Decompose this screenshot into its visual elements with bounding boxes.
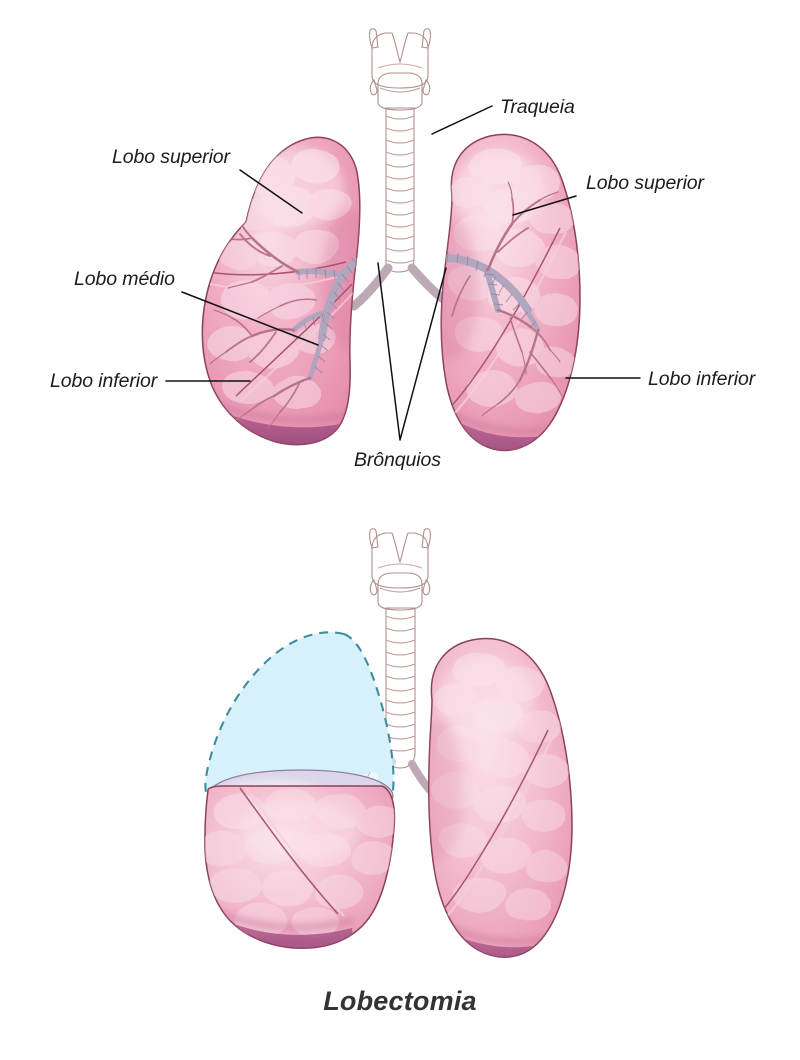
leader-lines-top [165,105,641,441]
left-lung-base-shadow [441,410,574,451]
left-upper-lobe-bronchus [483,265,501,313]
figure-caption: Lobectomia [323,986,477,1016]
label-lobo-inferior-direito: Lobo inferior [648,368,757,390]
left-lung [440,133,581,452]
leader-bronquios [377,262,447,441]
remaining-oblique-fissure-highlight [245,787,345,917]
inferior-horn-right [422,78,431,96]
intact-lung-hilum-shadow [428,720,462,860]
trachea-cartilage-rings-lower [385,615,416,752]
cricoid-cartilage-lower [377,572,423,611]
left-oblique-fissure [443,227,561,415]
oblique-fissure-highlight [239,289,357,403]
resected-lobe-dashed-outline-medial [343,633,395,797]
left-oblique-fissure-highlight [449,231,567,419]
leader-lobo-medio [181,291,319,346]
trachea-tube-lower [385,607,416,769]
superior-horn-right [421,28,431,49]
remaining-oblique-fissure [239,787,339,915]
bronchus-rings [298,257,359,374]
cricoid-ring [379,87,421,93]
inferior-horn-left-lower [369,578,378,596]
left-lung-vessels [451,181,563,417]
intact-lung-apex-highlight [438,658,534,742]
laryngeal-shade-lower [377,563,423,569]
right-lung [201,136,361,446]
main-bronchus-left [349,263,393,311]
intact-oblique-fissure-highlight [437,733,555,927]
trachea-larynx-group [349,28,457,311]
label-lobo-superior-esquerdo: Lobo superior [112,146,232,168]
right-bronchial-tree [291,257,360,381]
label-lobo-inferior-esquerdo: Lobo inferior [50,370,159,392]
thyroid-cartilage [371,32,429,89]
hilum-shadow [322,210,360,350]
cricoid-cartilage [377,72,423,111]
resected-lobe-shading [205,632,394,796]
normal-lung-figure: Traqueia Lobo superior Lobo superior Lob… [50,28,757,471]
cricoid-ring-lower [379,587,421,593]
intact-lung-base-shadow [428,918,566,958]
leader-lobo-superior-direito [512,195,577,216]
label-bronquios: Brônquios [354,449,441,471]
right-lower-lobe-bronchus [307,335,325,381]
remaining-right-lung [204,769,396,949]
leader-traqueia [431,105,493,135]
laryngeal-shade [377,63,423,69]
horizontal-fissure-highlight [209,273,349,290]
thyroid-cartilage-lower [371,532,429,589]
superior-horn-left-lower [369,528,379,549]
horizontal-fissure [207,261,347,276]
trachea-cartilage-rings [385,115,415,264]
label-traqueia: Traqueia [500,96,575,118]
intact-oblique-fissure [431,729,549,923]
left-bronchus-rings [446,251,537,329]
left-hilum-shadow [441,220,478,360]
superior-horn-left [369,28,379,49]
right-upper-lobe-bronchus [295,268,341,277]
intact-left-lung [428,637,573,958]
label-lobo-medio: Lobo médio [74,268,175,290]
inferior-horn-left [369,78,378,96]
right-middle-lobe-bronchus [291,309,331,333]
lobectomy-figure [204,528,573,958]
label-lobo-superior-direito: Lobo superior [586,172,706,194]
remaining-lung-highlight [240,800,360,860]
inferior-horn-right-lower [422,578,431,596]
intact-left-lung-texture [428,652,568,958]
resected-lobe-dashed-outline [204,631,345,797]
apex-highlight [248,148,344,228]
leader-lobo-superior-esquerdo [239,169,303,214]
left-apex-highlight [454,150,546,230]
superior-horn-right-lower [421,528,431,549]
left-lung-texture [441,148,580,451]
